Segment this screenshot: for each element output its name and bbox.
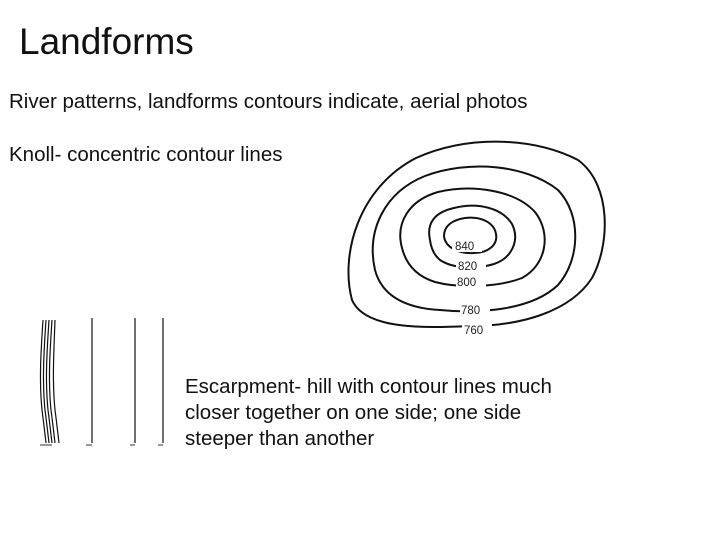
- contour-800: [399, 187, 546, 288]
- contour-tick-mark: [158, 444, 163, 446]
- contour-tick-mark: [86, 444, 92, 446]
- elevation-label-840: 840: [455, 241, 474, 253]
- contour-820: [428, 204, 517, 269]
- knoll-contour-map: 840 820 800 780 760: [347, 140, 606, 337]
- slide-title: Landforms: [19, 21, 194, 62]
- escarpment-contour-line: [48, 319, 56, 444]
- escarpment-contour-line: [52, 319, 60, 444]
- contour-760: [347, 140, 606, 328]
- contour-tick-mark: [40, 444, 52, 446]
- knoll-label: Knoll- concentric contour lines: [9, 143, 283, 166]
- elevation-label-800: 800: [457, 277, 476, 289]
- escarpment-contour-line: [42, 319, 50, 444]
- elevation-label-820: 820: [458, 261, 477, 273]
- escarpment-contour-line: [45, 319, 53, 444]
- elevation-label-780: 780: [461, 305, 480, 317]
- escarpment-description: Escarpment- hill with contour lines much…: [185, 375, 552, 450]
- escarpment-contour-map: [39, 318, 164, 446]
- slide-subtitle: River patterns, landforms contours indic…: [9, 90, 528, 113]
- escarpment-contour-line: [39, 319, 47, 444]
- elevation-label-760: 760: [464, 325, 483, 337]
- contour-780: [371, 165, 577, 313]
- contour-tick-mark: [130, 444, 135, 446]
